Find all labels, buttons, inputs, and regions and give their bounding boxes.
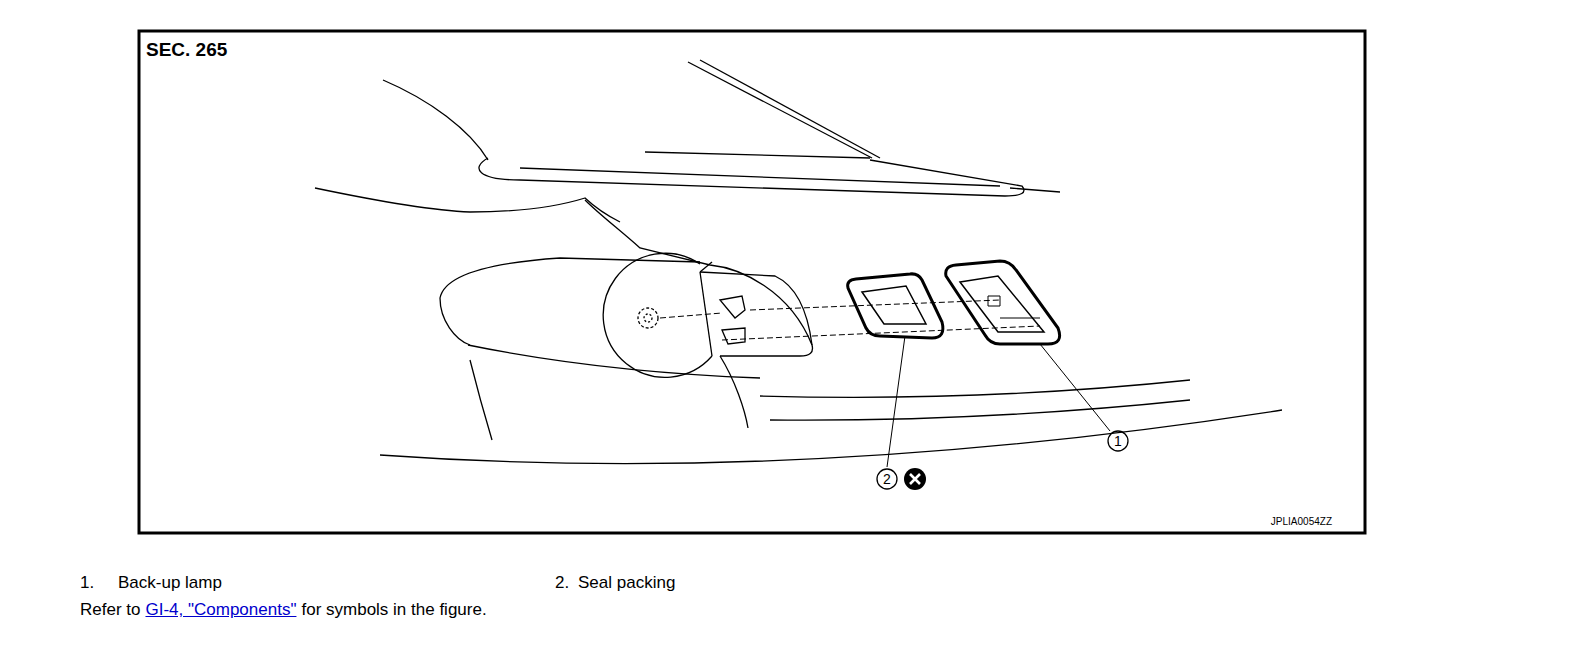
reference-note: Refer to GI-4, "Components" for symbols in…	[80, 600, 492, 620]
frame	[139, 31, 1365, 533]
legend-number: 2.	[555, 573, 569, 593]
section-number: SEC. 265	[146, 39, 227, 61]
reference-link: GI-4, "Components"	[145, 600, 296, 619]
car-rear-outline	[315, 60, 1282, 464]
back-up-lamp	[946, 261, 1060, 344]
callout-number: 1	[1114, 433, 1122, 449]
note-text: for symbols in the figure.	[301, 600, 486, 619]
callout-circle	[877, 431, 1128, 489]
note-text: Refer to	[80, 600, 140, 619]
leader-line	[887, 336, 1110, 467]
part-name: Seal packing	[578, 573, 675, 593]
callout-number: 2	[883, 471, 891, 487]
figure-id: JPLIA0054ZZ	[1271, 516, 1332, 528]
part-name: Back-up lamp	[118, 573, 222, 593]
legend-number: 1.	[80, 573, 94, 593]
not-reusable-symbol	[904, 468, 926, 490]
seal-packing	[848, 274, 943, 338]
